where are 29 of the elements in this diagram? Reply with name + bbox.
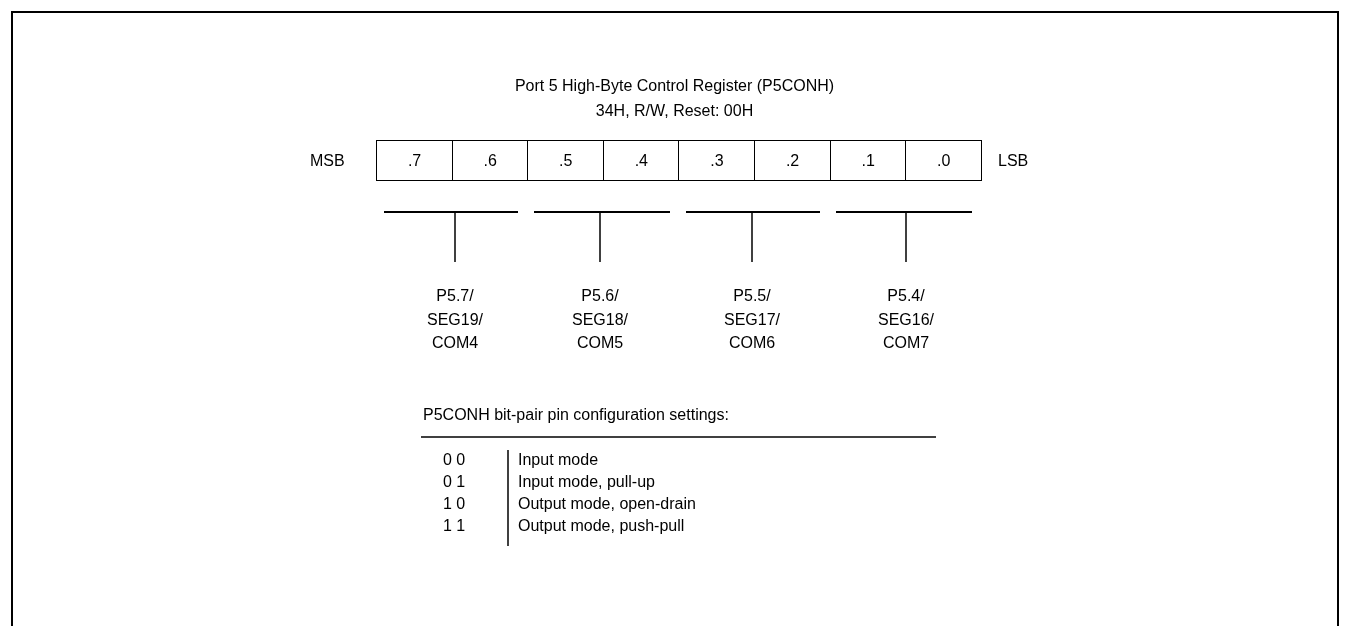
mode-cell: Output mode, push-pull: [518, 516, 685, 536]
register-bit-cell: .7: [376, 140, 454, 181]
register-bit-cell: .1: [829, 140, 907, 181]
register-bit-cell: .5: [527, 140, 605, 181]
bit-value-cell: 1 1: [443, 516, 466, 536]
register-bit-cell: .4: [602, 140, 680, 181]
connector-line: [905, 212, 907, 263]
mode-cell: Output mode, open-drain: [518, 494, 696, 514]
pin-name: P5.7/ SEG19/ COM4: [415, 262, 495, 355]
pin-name: P5.4/ SEG16/ COM7: [866, 262, 946, 355]
register-bit-cell: .2: [754, 140, 832, 181]
mode-cell: Input mode, pull-up: [518, 472, 655, 492]
bit-order-label: MSB: [310, 151, 345, 171]
pin-name: P5.6/ SEG18/ COM5: [560, 262, 640, 355]
table-heading: P5CONH bit-pair pin configuration settings:: [423, 405, 729, 425]
register-bit-cell: .0: [905, 140, 983, 181]
connector-line: [454, 212, 456, 263]
bit-order-label: LSB: [998, 151, 1029, 171]
mode-cell: Input mode: [518, 450, 599, 470]
register-title: Port 5 High-Byte Control Register (P5CONH): [513, 77, 836, 95]
bit-value-cell: 1 0: [443, 494, 466, 514]
bit-value-cell: 0 0: [443, 450, 466, 470]
connector-line: [599, 212, 601, 263]
register-bit-cell: .6: [451, 140, 529, 181]
bit-value-cell: 0 1: [443, 472, 466, 492]
connector-line: [751, 212, 753, 263]
pin-name: P5.5/ SEG17/ COM6: [712, 262, 792, 355]
register-info: 34H, R/W, Reset: 00H: [594, 101, 755, 121]
register-bit-cell: .3: [678, 140, 756, 181]
